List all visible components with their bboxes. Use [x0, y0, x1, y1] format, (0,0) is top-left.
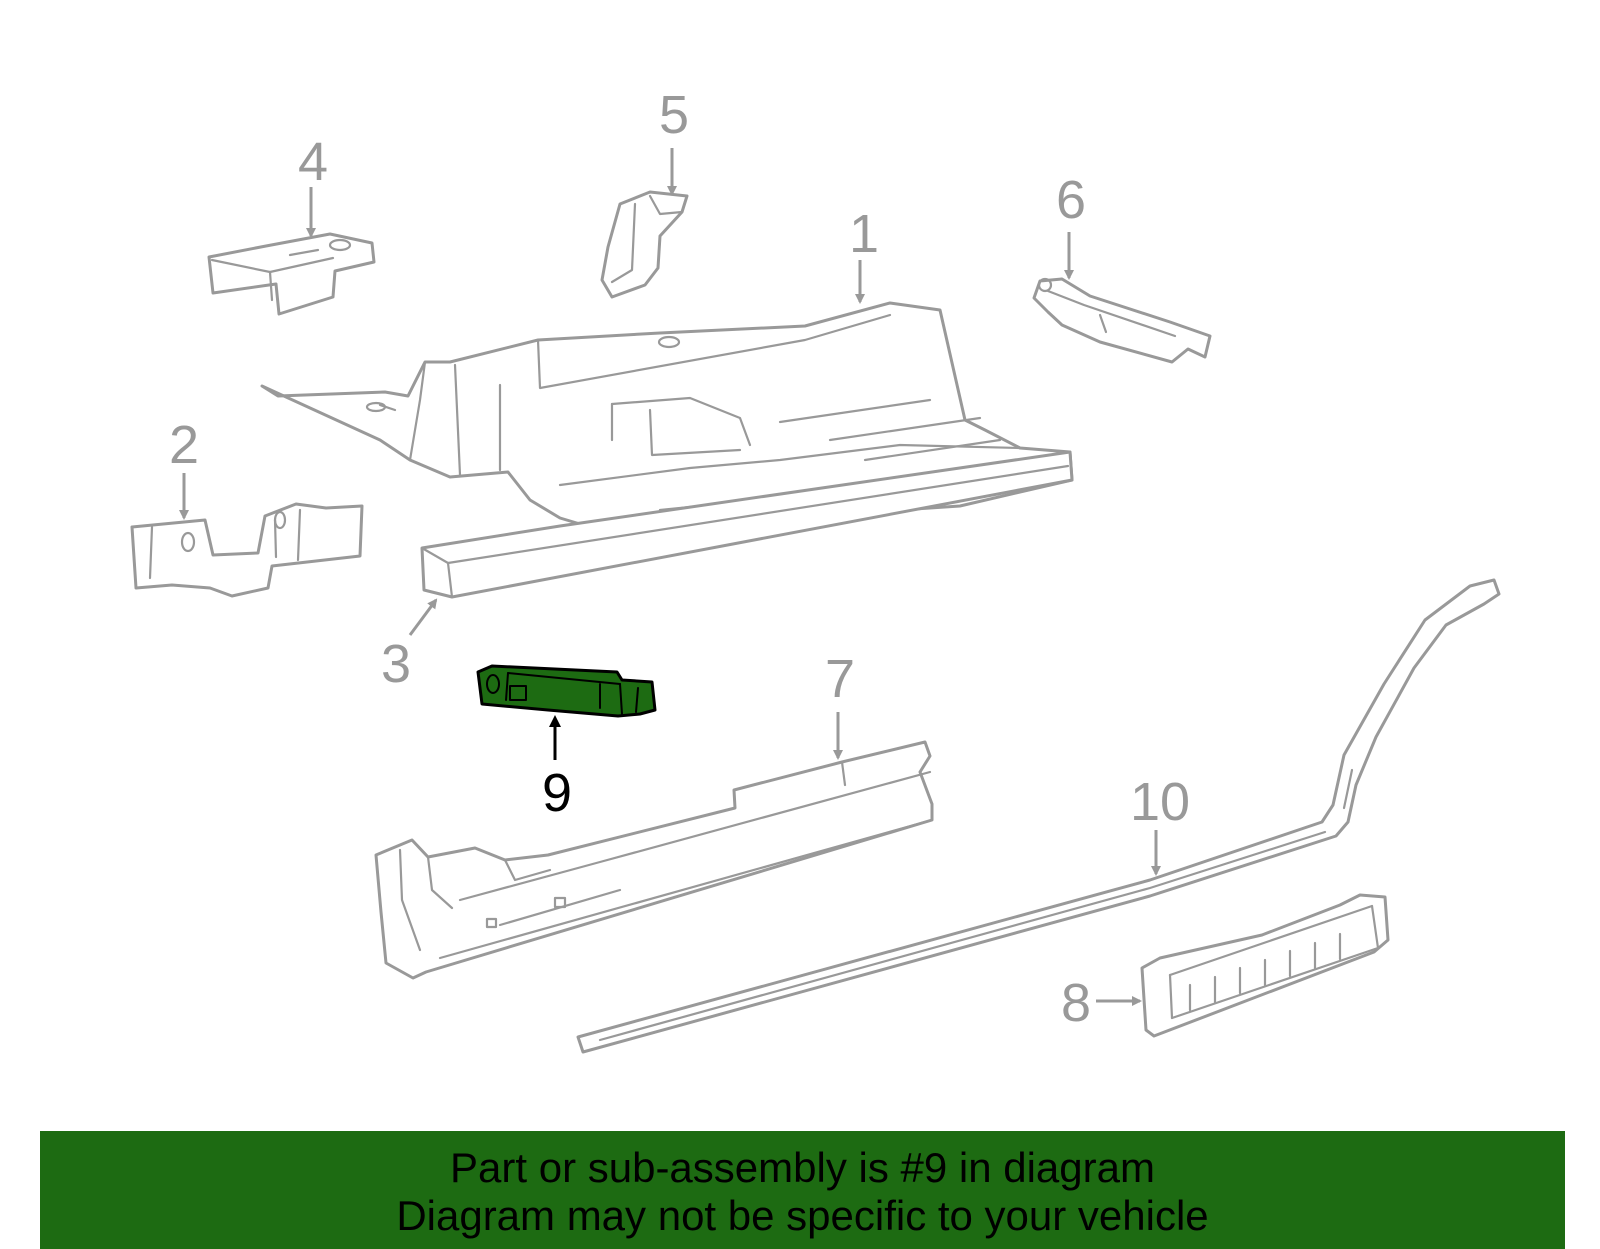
- part-5-bracket[interactable]: [600, 190, 689, 299]
- callout-arrow-3: [408, 598, 438, 636]
- info-banner: Part or sub-assembly is #9 in diagram Di…: [40, 1131, 1565, 1249]
- callout-label-9: 9: [542, 763, 572, 823]
- banner-line-part-info: Part or sub-assembly is #9 in diagram: [450, 1144, 1155, 1191]
- part-10-molding[interactable]: [576, 578, 1501, 1054]
- callout-label-1: 1: [849, 204, 879, 264]
- part-7-rocker-panel[interactable]: [374, 740, 934, 980]
- callout-label-4: 4: [298, 132, 328, 192]
- callout-label-2: 2: [169, 415, 199, 475]
- part-1-floor-pan[interactable]: [260, 301, 1074, 532]
- callout-label-5: 5: [659, 85, 689, 145]
- callout-label-8: 8: [1061, 973, 1091, 1033]
- part-8-vent-grille[interactable]: [1140, 893, 1390, 1038]
- banner-line-disclaimer: Diagram may not be specific to your vehi…: [396, 1192, 1209, 1239]
- callout-label-7: 7: [825, 649, 855, 709]
- part-3-sill-rail[interactable]: [420, 450, 1074, 599]
- part-6-bracket[interactable]: [1032, 277, 1212, 364]
- part-4-bracket[interactable]: [207, 232, 376, 316]
- parts-diagram: 1 2 3 4 5 6 7 8 9 10: [130, 85, 1501, 1054]
- part-9-highlighted-bracket[interactable]: [476, 664, 657, 718]
- part-2-bracket[interactable]: [130, 502, 364, 598]
- callout-label-10: 10: [1130, 772, 1190, 832]
- callout-label-6: 6: [1056, 170, 1086, 230]
- callout-label-3: 3: [381, 634, 411, 694]
